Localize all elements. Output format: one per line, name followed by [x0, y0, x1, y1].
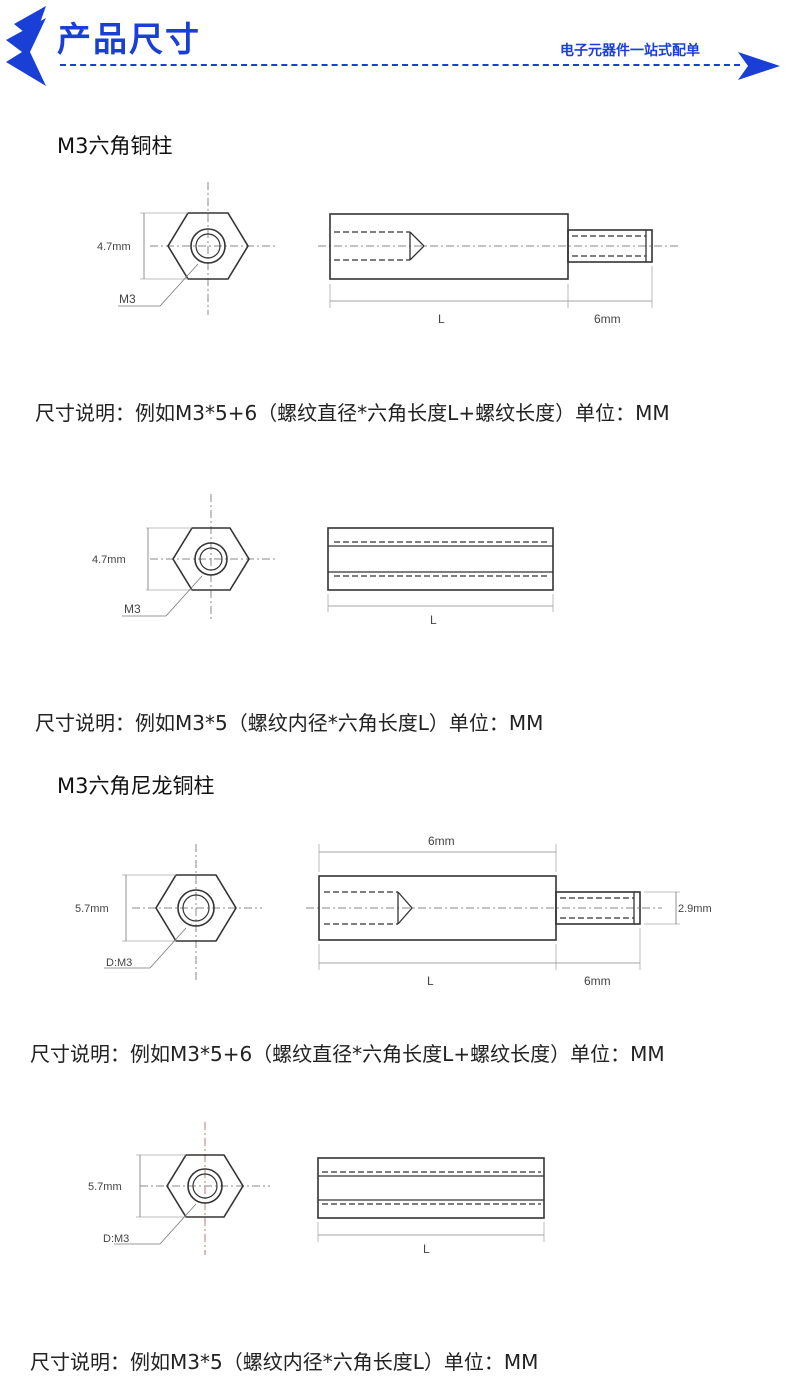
thread-label: M3	[124, 602, 141, 616]
top-dimension-label: 6mm	[428, 834, 455, 848]
section-heading-brass: M3六角铜柱	[57, 134, 173, 158]
arrow-left-icon	[6, 6, 46, 86]
diagram-male-female-standoff: 4.7mm M3 L 6mm	[97, 182, 680, 326]
across-flats-label: 5.7mm	[75, 903, 109, 915]
caption-4: 尺寸说明：例如M3*5（螺纹内径*六角长度L）单位：MM	[30, 1350, 539, 1374]
diagram-nylon-female-female: 5.7mm D:M3 L	[88, 1122, 545, 1256]
thread-label: D:M3	[106, 957, 132, 969]
header-slogan: 电子元器件一站式配单	[560, 43, 700, 59]
hex-end-view	[104, 844, 262, 982]
side-view	[306, 844, 680, 970]
section-heading-nylon: M3六角尼龙铜柱	[57, 774, 215, 798]
diagram-female-female-standoff: 4.7mm M3 L	[92, 494, 554, 627]
side-view	[317, 1157, 545, 1242]
arrow-right-icon	[738, 52, 780, 80]
page-title: 产品尺寸	[57, 20, 201, 60]
hex-end-view	[118, 182, 275, 315]
thread-label: M3	[119, 292, 136, 306]
across-flats-label: 4.7mm	[92, 554, 126, 566]
header-graphics	[6, 6, 780, 86]
side-view	[318, 213, 680, 308]
caption-3: 尺寸说明：例如M3*5+6（螺纹直径*六角长度L+螺纹长度）单位：MM	[30, 1042, 665, 1066]
diagram-nylon-male-female: 5.7mm D:M3 6mm 2.9mm L 6mm	[75, 834, 712, 988]
thread-label: D:M3	[103, 1233, 129, 1245]
caption-1: 尺寸说明：例如M3*5+6（螺纹直径*六角长度L+螺纹长度）单位：MM	[35, 401, 670, 425]
thread-length-label: 6mm	[594, 312, 621, 326]
length-label: L	[430, 613, 437, 627]
header-divider	[60, 64, 740, 66]
hex-end-view	[122, 494, 275, 620]
thread-length-label: 6mm	[584, 974, 611, 988]
across-flats-label: 4.7mm	[97, 241, 131, 253]
thread-diameter-label: 2.9mm	[678, 903, 712, 915]
length-label: L	[423, 1242, 430, 1256]
hex-end-view	[114, 1122, 270, 1255]
length-label: L	[427, 974, 434, 988]
length-label: L	[438, 312, 445, 326]
caption-2: 尺寸说明：例如M3*5（螺纹内径*六角长度L）单位：MM	[35, 711, 544, 735]
across-flats-label: 5.7mm	[88, 1181, 122, 1193]
side-view	[327, 527, 554, 612]
